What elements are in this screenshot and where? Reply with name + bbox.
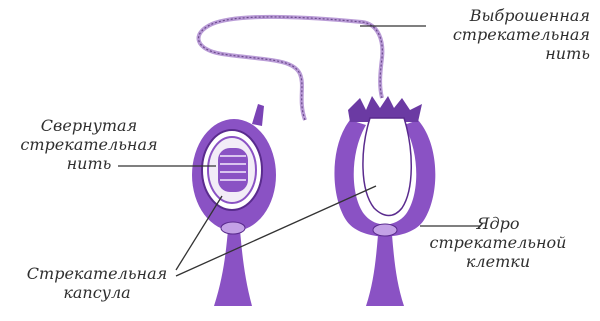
discharged-cnidocyte — [334, 96, 435, 306]
nucleus-label: Ядро стрекательной клетки — [400, 214, 596, 271]
capsule-label: Стрекательная капсула — [2, 264, 192, 302]
undischarged-cnidocyte — [192, 104, 276, 306]
coiled-thread-label: Свернутая стрекательная нить — [4, 116, 174, 173]
discharged-thread-label: Выброшенная стрекательная нить — [410, 6, 590, 63]
